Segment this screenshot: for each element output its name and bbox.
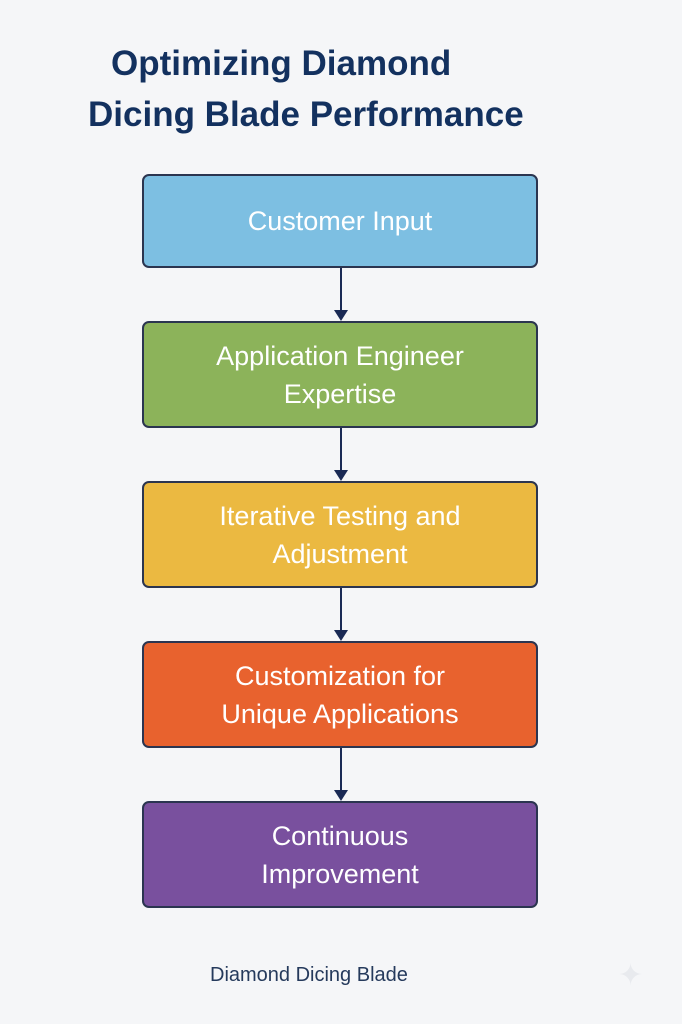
step-label: Customization for bbox=[234, 660, 446, 691]
step-iterative-testing: Iterative Testing and Adjustment bbox=[142, 481, 538, 588]
footer-caption: Diamond Dicing Blade bbox=[210, 964, 408, 986]
diagram-title-line-2: Dicing Blade Performance bbox=[88, 95, 524, 134]
arrow-down-icon bbox=[334, 630, 348, 641]
diagram-title-line-1: Optimizing Diamond bbox=[111, 44, 452, 83]
step-label: Expertise bbox=[283, 378, 397, 409]
step-label: Iterative Testing and bbox=[219, 500, 461, 531]
step-label: Application Engineer bbox=[216, 340, 464, 371]
arrow-down-icon bbox=[334, 790, 348, 801]
flow-arrow bbox=[334, 268, 348, 321]
flow-arrow bbox=[334, 428, 348, 481]
step-label: Continuous bbox=[271, 820, 409, 851]
sparkle-icon: ✦ bbox=[618, 959, 644, 992]
step-customization: Customization for Unique Applications bbox=[142, 641, 538, 748]
step-customer-input: Customer Input bbox=[142, 174, 538, 268]
step-application-engineer-expertise: Application Engineer Expertise bbox=[142, 321, 538, 428]
step-label: Improvement bbox=[261, 858, 419, 889]
arrow-down-icon bbox=[334, 310, 348, 321]
flow-arrow bbox=[334, 748, 348, 801]
flow-arrow bbox=[334, 588, 348, 641]
step-continuous-improvement: Continuous Improvement bbox=[142, 801, 538, 908]
arrow-down-icon bbox=[334, 470, 348, 481]
step-label: Unique Applications bbox=[221, 698, 459, 729]
step-label: Adjustment bbox=[272, 538, 408, 569]
step-label: Customer Input bbox=[247, 206, 433, 236]
